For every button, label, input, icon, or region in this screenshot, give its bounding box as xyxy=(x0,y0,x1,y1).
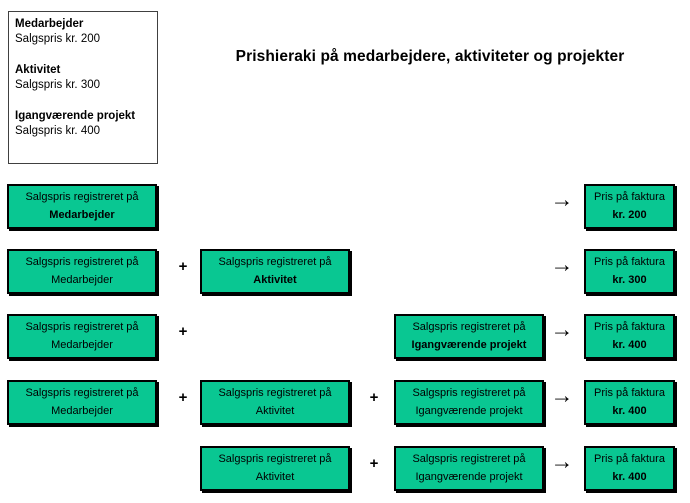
price-box-line1: Salgspris registreret på xyxy=(412,387,526,399)
price-box-entity: Aktivitet xyxy=(255,471,295,483)
hierarchy-row-3: Salgspris registreret på Medarbejder + S… xyxy=(0,314,690,359)
hierarchy-row-2: Salgspris registreret på Medarbejder + S… xyxy=(0,249,690,294)
invoice-box-line1: Pris på faktura xyxy=(594,453,665,465)
result-arrow-icon: → xyxy=(550,382,574,408)
price-box-entity: Igangværende projekt xyxy=(415,471,523,483)
invoice-price-value: kr. 200 xyxy=(612,209,647,221)
result-arrow-icon: → xyxy=(550,186,574,212)
invoice-price-box: Pris på faktura kr. 400 xyxy=(584,380,675,425)
invoice-box-line1: Pris på faktura xyxy=(594,387,665,399)
plus-operator: + xyxy=(178,258,188,275)
legend-item-name: Medarbejder xyxy=(15,18,84,30)
price-box-igangvaerende-projekt: Salgspris registreret på Igangværende pr… xyxy=(394,314,544,359)
plus-operator: + xyxy=(178,389,188,406)
legend-item-medarbejder: Medarbejder Salgspris kr. 200 xyxy=(15,17,153,47)
price-box-entity: Aktivitet xyxy=(253,274,297,286)
invoice-price-box: Pris på faktura kr. 400 xyxy=(584,446,675,491)
plus-operator: + xyxy=(178,323,188,340)
price-box-line1: Salgspris registreret på xyxy=(25,191,139,203)
price-box-igangvaerende-projekt: Salgspris registreret på Igangværende pr… xyxy=(394,380,544,425)
legend-box: Medarbejder Salgspris kr. 200 Aktivitet … xyxy=(8,11,158,164)
legend-item-price: Salgspris kr. 300 xyxy=(15,79,101,91)
price-box-line1: Salgspris registreret på xyxy=(218,387,332,399)
invoice-price-value: kr. 400 xyxy=(612,339,647,351)
invoice-price-value: kr. 300 xyxy=(612,274,647,286)
price-box-line1: Salgspris registreret på xyxy=(412,453,526,465)
price-box-medarbejder: Salgspris registreret på Medarbejder xyxy=(7,380,157,425)
legend-item-price: Salgspris kr. 200 xyxy=(15,33,101,45)
price-box-entity: Medarbejder xyxy=(51,274,113,286)
price-box-line1: Salgspris registreret på xyxy=(412,321,526,333)
price-box-line1: Salgspris registreret på xyxy=(25,387,139,399)
result-arrow-icon: → xyxy=(550,316,574,342)
invoice-box-line1: Pris på faktura xyxy=(594,191,665,203)
invoice-price-value: kr. 400 xyxy=(612,405,647,417)
legend-item-name: Igangværende projekt xyxy=(15,110,136,122)
legend-item-aktivitet: Aktivitet Salgspris kr. 300 xyxy=(15,63,153,93)
price-box-aktivitet: Salgspris registreret på Aktivitet xyxy=(200,446,350,491)
price-box-entity: Aktivitet xyxy=(255,405,295,417)
price-box-medarbejder: Salgspris registreret på Medarbejder xyxy=(7,249,157,294)
price-box-aktivitet: Salgspris registreret på Aktivitet xyxy=(200,380,350,425)
legend-item-price: Salgspris kr. 400 xyxy=(15,125,101,137)
hierarchy-row-1: Salgspris registreret på Medarbejder → P… xyxy=(0,184,690,229)
plus-operator: + xyxy=(369,389,379,406)
legend-item-igangvaerende-projekt: Igangværende projekt Salgspris kr. 400 xyxy=(15,109,153,139)
invoice-box-line1: Pris på faktura xyxy=(594,256,665,268)
page-title: Prishieraki på medarbejdere, aktiviteter… xyxy=(235,48,625,65)
result-arrow-icon: → xyxy=(550,448,574,474)
price-box-aktivitet: Salgspris registreret på Aktivitet xyxy=(200,249,350,294)
price-box-line1: Salgspris registreret på xyxy=(25,321,139,333)
price-box-entity: Igangværende projekt xyxy=(415,405,523,417)
price-box-line1: Salgspris registreret på xyxy=(218,453,332,465)
price-box-entity: Medarbejder xyxy=(51,405,113,417)
price-box-entity: Medarbejder xyxy=(49,209,115,221)
invoice-price-box: Pris på faktura kr. 300 xyxy=(584,249,675,294)
price-box-line1: Salgspris registreret på xyxy=(218,256,332,268)
hierarchy-row-5: Salgspris registreret på Aktivitet + Sal… xyxy=(0,446,690,491)
plus-operator: + xyxy=(369,455,379,472)
price-box-line1: Salgspris registreret på xyxy=(25,256,139,268)
price-box-medarbejder: Salgspris registreret på Medarbejder xyxy=(7,314,157,359)
invoice-price-value: kr. 400 xyxy=(612,471,647,483)
legend-item-name: Aktivitet xyxy=(15,64,61,76)
price-box-entity: Igangværende projekt xyxy=(411,339,527,351)
price-box-entity: Medarbejder xyxy=(51,339,113,351)
price-box-igangvaerende-projekt: Salgspris registreret på Igangværende pr… xyxy=(394,446,544,491)
price-box-medarbejder: Salgspris registreret på Medarbejder xyxy=(7,184,157,229)
result-arrow-icon: → xyxy=(550,251,574,277)
hierarchy-row-4: Salgspris registreret på Medarbejder + S… xyxy=(0,380,690,425)
invoice-box-line1: Pris på faktura xyxy=(594,321,665,333)
invoice-price-box: Pris på faktura kr. 200 xyxy=(584,184,675,229)
invoice-price-box: Pris på faktura kr. 400 xyxy=(584,314,675,359)
